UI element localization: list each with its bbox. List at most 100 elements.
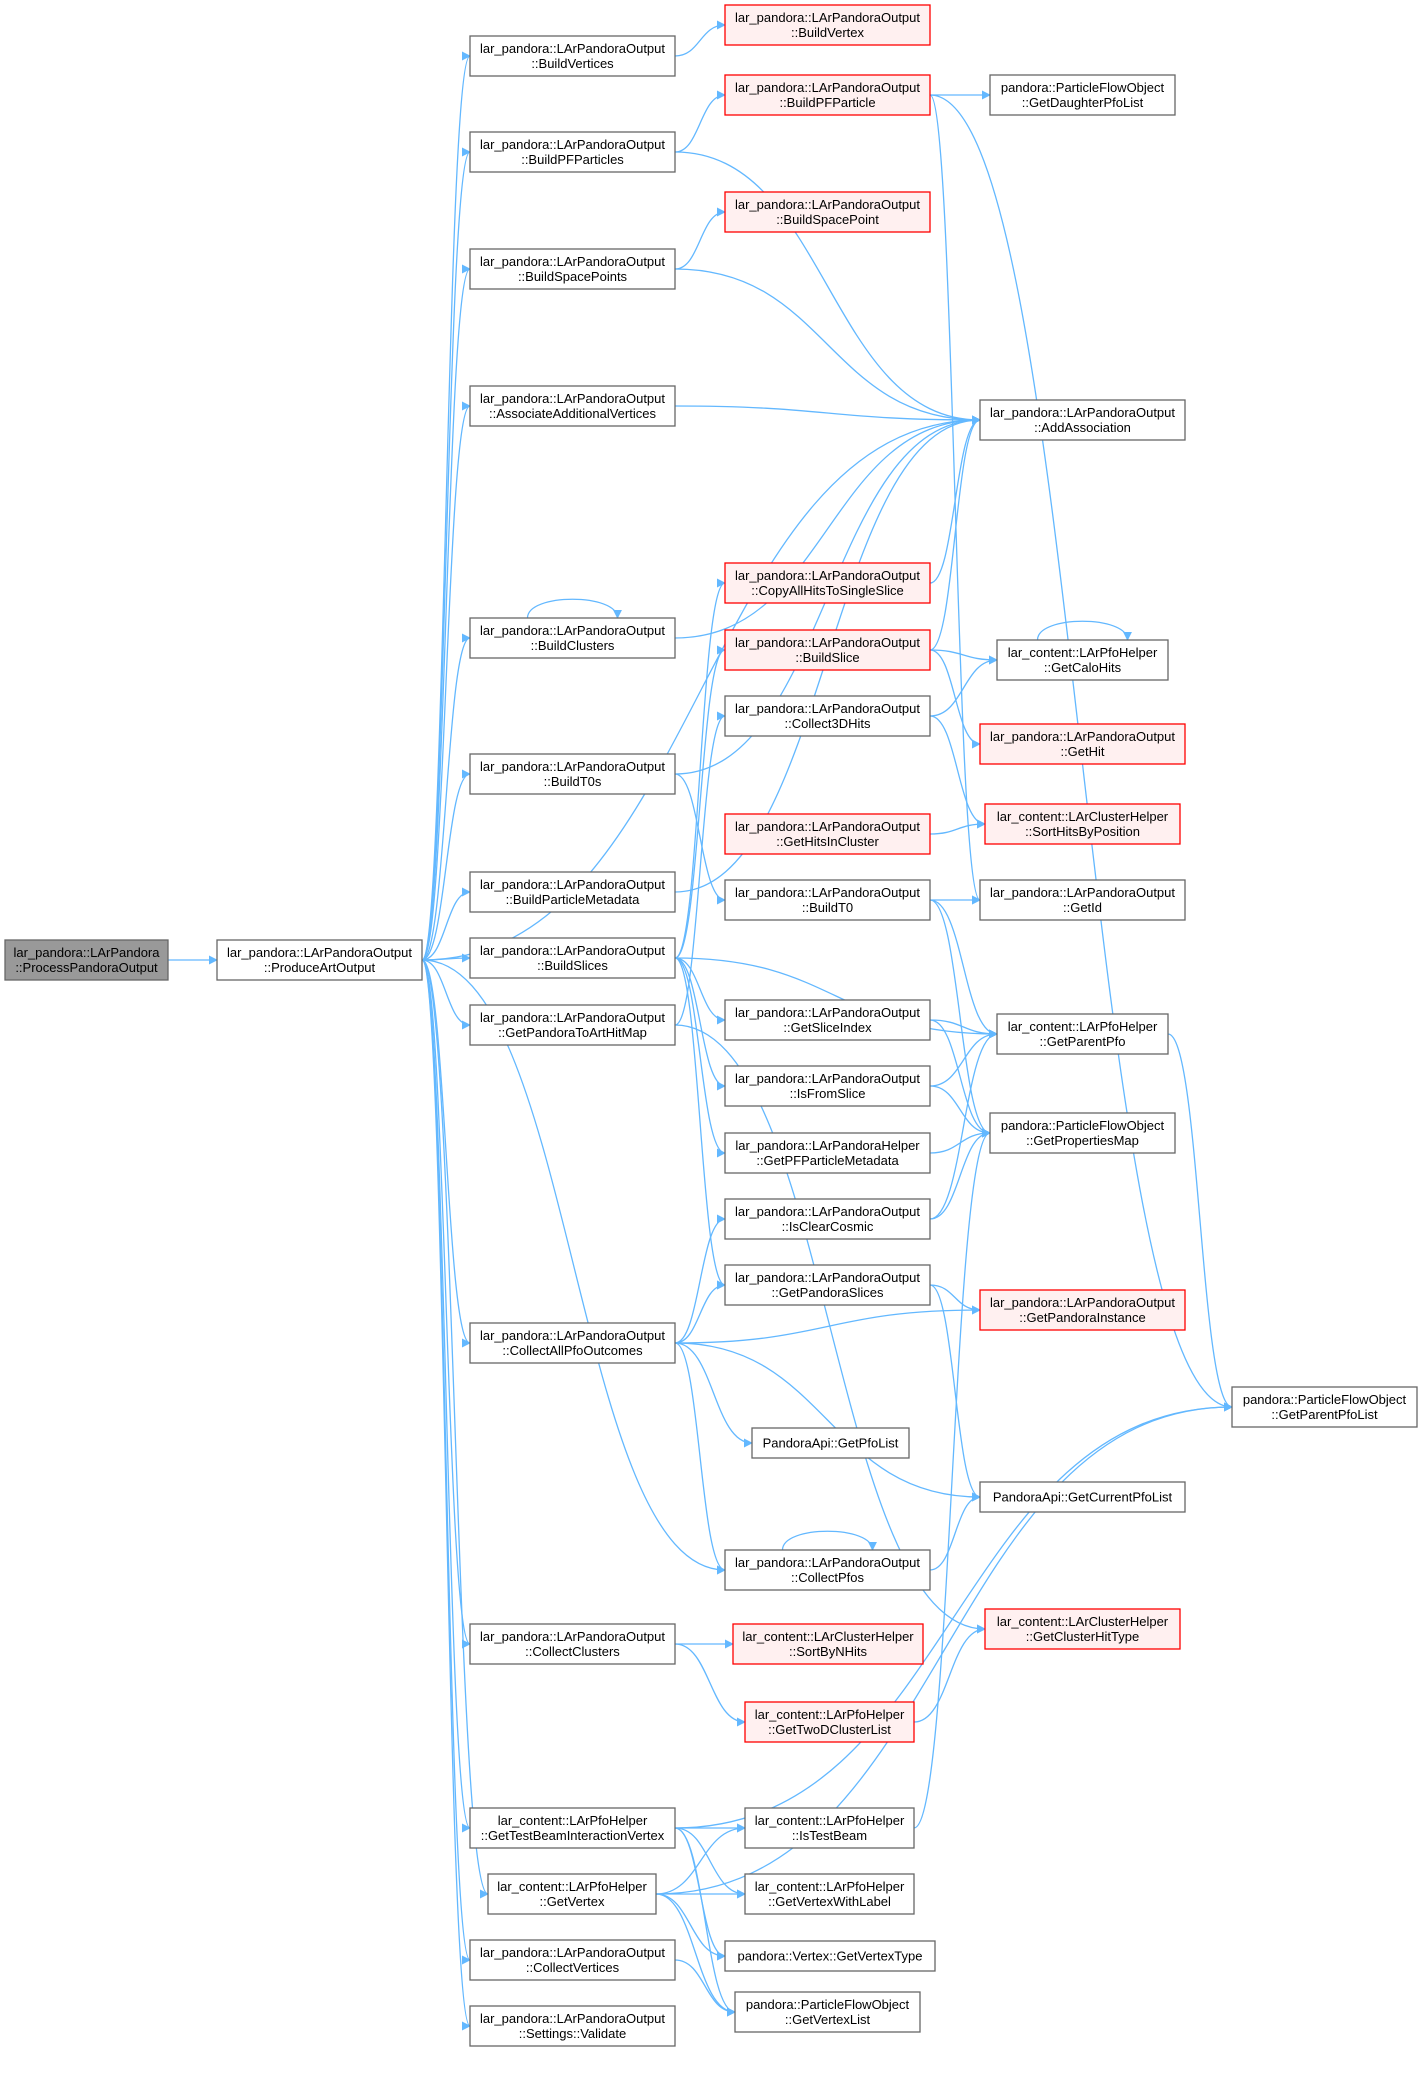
edge-buildSlice-to-getCaloHits: [929, 649, 998, 665]
node-box: [724, 813, 931, 855]
node-buildSpacePoint[interactable]: lar_pandora::LArPandoraOutput::BuildSpac…: [724, 191, 931, 233]
node-isClearCosmic[interactable]: lar_pandora::LArPandoraOutput::IsClearCo…: [724, 1198, 931, 1240]
node-label-line: ::BuildVertices: [531, 56, 614, 71]
node-label-line: lar_pandora::LArPandoraOutput: [990, 405, 1175, 420]
edge-getSliceIndex-to-getParentPfo: [929, 1019, 998, 1039]
node-box: [469, 937, 676, 979]
node-box: [724, 879, 931, 921]
node-getVertexWithLabel[interactable]: lar_content::LArPfoHelper::GetVertexWith…: [744, 1873, 915, 1915]
node-getVertexType[interactable]: pandora::Vertex::GetVertexType: [724, 1940, 936, 1972]
node-buildPFParticle[interactable]: lar_pandora::LArPandoraOutput::BuildPFPa…: [724, 74, 931, 116]
edge-collectAllPfoOutcomes-to-getCurrentPfoList: [674, 1342, 981, 1502]
node-collectAllPfoOutcomes[interactable]: lar_pandora::LArPandoraOutput::CollectAl…: [469, 1322, 676, 1364]
node-label-line: ::AddAssociation: [1034, 420, 1131, 435]
node-box: [724, 1549, 931, 1591]
node-getVertexList[interactable]: pandora::ParticleFlowObject::GetVertexLi…: [734, 1991, 921, 2033]
node-getTestBeamInteractionVertex[interactable]: lar_content::LArPfoHelper::GetTestBeamIn…: [469, 1807, 676, 1849]
node-buildSpacePoints[interactable]: lar_pandora::LArPandoraOutput::BuildSpac…: [469, 248, 676, 290]
node-box: [724, 1132, 931, 1174]
node-label-line: ::GetTwoDClusterList: [768, 1722, 891, 1737]
node-getPandoraToArtHitMap[interactable]: lar_pandora::LArPandoraOutput::GetPandor…: [469, 1004, 676, 1046]
node-label-line: lar_pandora::LArPandoraOutput: [735, 819, 920, 834]
node-label-line: lar_pandora::LArPandoraOutput: [990, 729, 1175, 744]
node-label-line: ::BuildT0: [802, 900, 853, 915]
node-collect3DHits[interactable]: lar_pandora::LArPandoraOutput::Collect3D…: [724, 695, 931, 737]
node-label-line: lar_pandora::LArPandoraOutput: [480, 877, 665, 892]
edge-isClearCosmic-to-getPropertiesMap: [929, 1128, 991, 1220]
node-sortByNHits[interactable]: lar_content::LArClusterHelper::SortByNHi…: [732, 1623, 924, 1665]
node-box: [984, 803, 1181, 845]
node-produceArtOutput[interactable]: lar_pandora::LArPandoraOutput::ProduceAr…: [216, 939, 423, 981]
node-getPropertiesMap[interactable]: pandora::ParticleFlowObject::GetProperti…: [989, 1112, 1176, 1154]
node-getPfoList[interactable]: PandoraApi::GetPfoList: [751, 1427, 910, 1459]
node-box: [724, 74, 931, 116]
node-label-line: ::ProduceArtOutput: [264, 960, 376, 975]
node-associateAdditionalVertices[interactable]: lar_pandora::LArPandoraOutput::Associate…: [469, 385, 676, 427]
node-getCurrentPfoList[interactable]: PandoraApi::GetCurrentPfoList: [979, 1481, 1186, 1513]
node-getPandoraSlices[interactable]: lar_pandora::LArPandoraOutput::GetPandor…: [724, 1264, 931, 1306]
node-getParentPfo[interactable]: lar_content::LArPfoHelper::GetParentPfo: [996, 1013, 1169, 1055]
node-copyAllHitsToSingleSlice[interactable]: lar_pandora::LArPandoraOutput::CopyAllHi…: [724, 562, 931, 604]
node-isFromSlice[interactable]: lar_pandora::LArPandoraOutput::IsFromSli…: [724, 1065, 931, 1107]
node-buildVertices[interactable]: lar_pandora::LArPandoraOutput::BuildVert…: [469, 35, 676, 77]
node-root[interactable]: lar_pandora::LArPandora::ProcessPandoraO…: [4, 939, 169, 981]
node-buildPFParticles[interactable]: lar_pandora::LArPandoraOutput::BuildPFPa…: [469, 131, 676, 173]
node-getTwoDClusterList[interactable]: lar_content::LArPfoHelper::GetTwoDCluste…: [744, 1701, 915, 1743]
node-label-line: ::CollectPfos: [791, 1570, 864, 1585]
node-settingsValidate[interactable]: lar_pandora::LArPandoraOutput::Settings:…: [469, 2005, 676, 2047]
node-getPandoraInstance[interactable]: lar_pandora::LArPandoraOutput::GetPandor…: [979, 1289, 1186, 1331]
node-addAssociation[interactable]: lar_pandora::LArPandoraOutput::AddAssoci…: [979, 399, 1186, 441]
edge-isFromSlice-to-getPropertiesMap: [929, 1085, 991, 1138]
node-label-line: ::GetId: [1063, 900, 1102, 915]
node-buildSlice[interactable]: lar_pandora::LArPandoraOutput::BuildSlic…: [724, 629, 931, 671]
node-collectClusters[interactable]: lar_pandora::LArPandoraOutput::CollectCl…: [469, 1623, 676, 1665]
node-label-line: pandora::Vertex::GetVertexType: [737, 1949, 922, 1964]
node-getHit[interactable]: lar_pandora::LArPandoraOutput::GetHit: [979, 723, 1186, 765]
node-getParentPfoList[interactable]: pandora::ParticleFlowObject::GetParentPf…: [1231, 1386, 1418, 1428]
edge-collectAllPfoOutcomes-to-getPandoraSlices: [674, 1280, 726, 1344]
node-box: [724, 1940, 936, 1972]
node-label-line: lar_pandora::LArPandoraOutput: [735, 80, 920, 95]
node-isTestBeam[interactable]: lar_content::LArPfoHelper::IsTestBeam: [744, 1807, 915, 1849]
node-buildVertex[interactable]: lar_pandora::LArPandoraOutput::BuildVert…: [724, 4, 931, 46]
node-label-line: lar_pandora::LArPandoraOutput: [480, 759, 665, 774]
node-buildSlices[interactable]: lar_pandora::LArPandoraOutput::BuildSlic…: [469, 937, 676, 979]
node-label-line: PandoraApi::GetCurrentPfoList: [993, 1490, 1173, 1505]
node-label-line: lar_pandora::LArPandoraOutput: [480, 137, 665, 152]
node-box: [744, 1873, 915, 1915]
node-box: [732, 1623, 924, 1665]
node-label-line: lar_pandora::LArPandoraOutput: [735, 1005, 920, 1020]
node-buildClusters[interactable]: lar_pandora::LArPandoraOutput::BuildClus…: [469, 617, 676, 659]
node-buildParticleMetadata[interactable]: lar_pandora::LArPandoraOutput::BuildPart…: [469, 871, 676, 913]
node-label-line: lar_pandora::LArPandoraHelper: [735, 1138, 920, 1153]
node-getSliceIndex[interactable]: lar_pandora::LArPandoraOutput::GetSliceI…: [724, 999, 931, 1041]
node-label-line: ::SortByNHits: [789, 1644, 868, 1659]
node-label-line: ::GetCaloHits: [1044, 660, 1122, 675]
node-getHitsInCluster[interactable]: lar_pandora::LArPandoraOutput::GetHitsIn…: [724, 813, 931, 855]
node-getId[interactable]: lar_pandora::LArPandoraOutput::GetId: [979, 879, 1186, 921]
edge-buildT0s-to-buildT0: [674, 773, 726, 905]
edge-getHitsInCluster-to-sortHitsByPosition: [929, 819, 986, 835]
node-box: [4, 939, 169, 981]
node-box: [979, 1481, 1186, 1513]
edge-produceArtOutput-to-settingsValidate: [421, 959, 471, 2031]
node-box: [724, 629, 931, 671]
node-getDaughterPfoList[interactable]: pandora::ParticleFlowObject::GetDaughter…: [989, 74, 1176, 116]
node-label-line: lar_content::LArClusterHelper: [997, 809, 1169, 824]
node-buildT0s[interactable]: lar_pandora::LArPandoraOutput::BuildT0s: [469, 753, 676, 795]
edge-produceArtOutput-to-getPandoraToArtHitMap: [421, 959, 471, 1030]
node-getClusterHitType[interactable]: lar_content::LArClusterHelper::GetCluste…: [984, 1608, 1181, 1650]
node-collectVertices[interactable]: lar_pandora::LArPandoraOutput::CollectVe…: [469, 1939, 676, 1981]
edge-collectAllPfoOutcomes-to-isClearCosmic: [674, 1214, 726, 1344]
node-box: [487, 1873, 657, 1915]
node-buildT0[interactable]: lar_pandora::LArPandoraOutput::BuildT0: [724, 879, 931, 921]
node-getPFParticleMetadata[interactable]: lar_pandora::LArPandoraHelper::GetPFPart…: [724, 1132, 931, 1174]
node-label-line: lar_pandora::LArPandoraOutput: [735, 1204, 920, 1219]
node-getVertex[interactable]: lar_content::LArPfoHelper::GetVertex: [487, 1873, 657, 1915]
node-box: [984, 1608, 1181, 1650]
node-getCaloHits[interactable]: lar_content::LArPfoHelper::GetCaloHits: [996, 639, 1169, 681]
node-sortHitsByPosition[interactable]: lar_content::LArClusterHelper::SortHitsB…: [984, 803, 1181, 845]
node-collectPfos[interactable]: lar_pandora::LArPandoraOutput::CollectPf…: [724, 1549, 931, 1591]
node-label-line: lar_pandora::LArPandoraOutput: [990, 1295, 1175, 1310]
edge-buildSlices-to-getParentPfo: [674, 957, 998, 1039]
